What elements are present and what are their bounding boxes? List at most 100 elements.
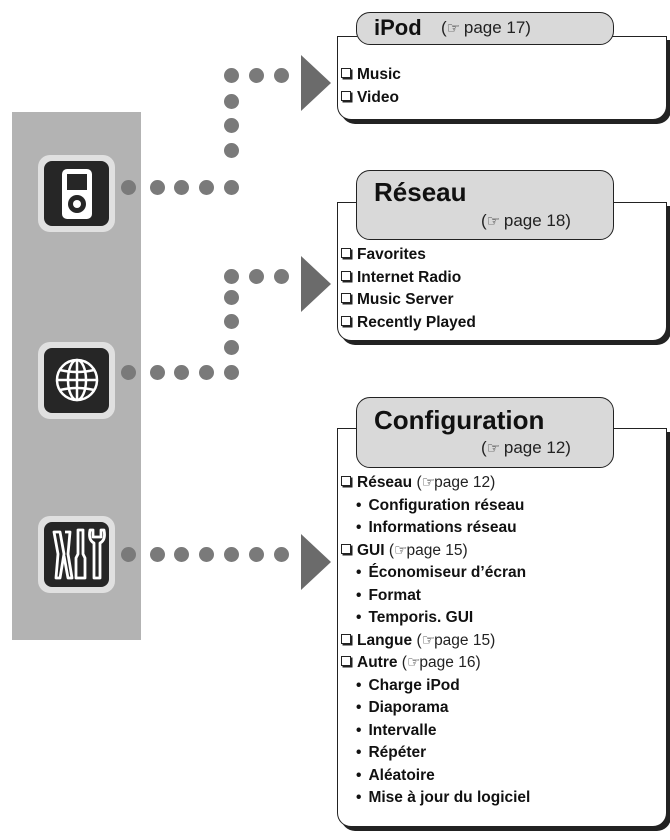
connector-dot — [224, 118, 239, 133]
config-items: Réseau (☞page 12)•Configuration réseau •I… — [339, 472, 530, 810]
pointing-hand-icon: ☞ — [394, 541, 407, 559]
config-section-item[interactable]: GUI (☞page 15) — [339, 540, 530, 563]
connector-dot — [199, 365, 214, 380]
reseau-title: Réseau — [374, 177, 467, 207]
pointing-hand-icon: ☞ — [406, 654, 420, 671]
config-title: Configuration — [374, 405, 545, 435]
globe-tile[interactable] — [38, 342, 115, 419]
config-sub-item[interactable]: •Charge iPod — [356, 676, 460, 694]
connector-dot — [224, 290, 239, 305]
globe-icon — [55, 358, 99, 402]
config-sub-item[interactable]: •Répéter — [356, 744, 427, 761]
checkbox-icon — [341, 656, 351, 666]
checkbox-icon — [341, 315, 351, 326]
config-sub-item[interactable]: •Configuration réseau — [356, 496, 525, 514]
list-item[interactable]: Internet Radio — [339, 267, 476, 290]
bullet-icon: • — [356, 564, 362, 581]
ipod-items: Music Video — [339, 64, 401, 109]
config-sub-item[interactable]: •Format — [356, 586, 421, 604]
bullet-icon: • — [356, 496, 362, 514]
bullet-icon: • — [356, 676, 362, 694]
connector-dot — [224, 180, 239, 195]
page-ref[interactable]: (☞page 15) — [416, 631, 496, 649]
connector-dot — [249, 547, 264, 562]
connector-dot — [274, 547, 289, 562]
config-sub-item[interactable]: •Aléatoire — [356, 766, 435, 784]
connector-dot — [224, 269, 239, 284]
arrow-config — [301, 534, 331, 590]
reseau-items: Favorites Internet Radio Music Server Re… — [339, 244, 476, 334]
connector-dot — [121, 547, 136, 562]
config-sub-item[interactable]: •Diaporama — [356, 699, 449, 716]
ipod-tile[interactable] — [38, 155, 115, 232]
checkbox-icon — [341, 476, 351, 486]
bullet-icon: • — [356, 586, 362, 604]
config-sub-item[interactable]: •Temporis. GUI — [356, 609, 474, 626]
pointing-hand-icon: ☞ — [486, 213, 500, 230]
page-ref[interactable]: (☞page 16) — [401, 654, 481, 671]
ipod-tab: iPod (☞ page 17) — [356, 12, 614, 45]
connector-dot — [121, 365, 136, 380]
checkbox-icon — [341, 68, 351, 78]
config-page-ref[interactable]: (☞ page 12) — [481, 438, 571, 457]
page-ref[interactable]: (☞page 12) — [416, 474, 496, 491]
ipod-icon — [62, 169, 92, 219]
config-sub-item[interactable]: •Mise à jour du logiciel — [356, 789, 531, 806]
connector-dot — [249, 68, 264, 83]
connector-dot — [274, 269, 289, 284]
connector-dot — [274, 68, 289, 83]
ipod-menu-box — [337, 36, 667, 120]
bullet-icon: • — [356, 699, 362, 716]
tools-tile[interactable] — [38, 516, 115, 593]
config-sub-item[interactable]: •Intervalle — [356, 721, 437, 739]
list-item[interactable]: Music Server — [339, 289, 476, 312]
pointing-hand-icon: ☞ — [421, 474, 435, 491]
connector-dot — [174, 180, 189, 195]
connector-dot — [224, 143, 239, 158]
tools-icon — [52, 528, 106, 580]
connector-dot — [150, 365, 165, 380]
config-sub-item[interactable]: •Informations réseau — [356, 519, 517, 536]
connector-dot — [199, 547, 214, 562]
checkbox-icon — [341, 248, 351, 258]
bullet-icon: • — [356, 519, 362, 536]
config-section-item[interactable]: Réseau (☞page 12) — [339, 472, 530, 495]
connector-dot — [199, 180, 214, 195]
config-section-item[interactable]: Autre (☞page 16) — [339, 652, 530, 675]
connector-dot — [224, 94, 239, 109]
connector-dot — [224, 547, 239, 562]
list-item[interactable]: Favorites — [339, 244, 476, 267]
page-ref[interactable]: (☞page 15) — [388, 541, 468, 559]
pointing-hand-icon: ☞ — [446, 20, 460, 37]
connector-dot — [249, 269, 264, 284]
pointing-hand-icon: ☞ — [486, 440, 500, 457]
pointing-hand-icon: ☞ — [421, 631, 435, 649]
ipod-page-ref[interactable]: (☞ page 17) — [441, 18, 531, 37]
connector-dot — [224, 68, 239, 83]
checkbox-icon — [341, 543, 351, 554]
bullet-icon: • — [356, 744, 362, 761]
reseau-tab: Réseau (☞ page 18) — [356, 170, 614, 240]
list-item[interactable]: Recently Played — [339, 312, 476, 335]
connector-dot — [150, 547, 165, 562]
config-section-item[interactable]: Langue (☞page 15) — [339, 630, 530, 653]
bullet-icon: • — [356, 766, 362, 784]
checkbox-icon — [341, 270, 351, 281]
checkbox-icon — [341, 293, 351, 303]
config-menu-box — [337, 428, 667, 827]
connector-dot — [174, 547, 189, 562]
connector-dot — [174, 365, 189, 380]
checkbox-icon — [341, 90, 351, 101]
connector-dot — [224, 340, 239, 355]
reseau-page-ref[interactable]: (☞ page 18) — [481, 211, 571, 230]
connector-dot — [121, 180, 136, 195]
list-item[interactable]: Music — [339, 64, 401, 87]
config-tab: Configuration (☞ page 12) — [356, 397, 614, 468]
arrow-ipod — [301, 55, 331, 111]
checkbox-icon — [341, 633, 351, 644]
list-item[interactable]: Video — [339, 87, 401, 110]
config-sub-item[interactable]: •Économiseur d’écran — [356, 564, 527, 581]
arrow-reseau — [301, 256, 331, 312]
ipod-title: iPod — [374, 15, 422, 40]
connector-dot — [224, 314, 239, 329]
